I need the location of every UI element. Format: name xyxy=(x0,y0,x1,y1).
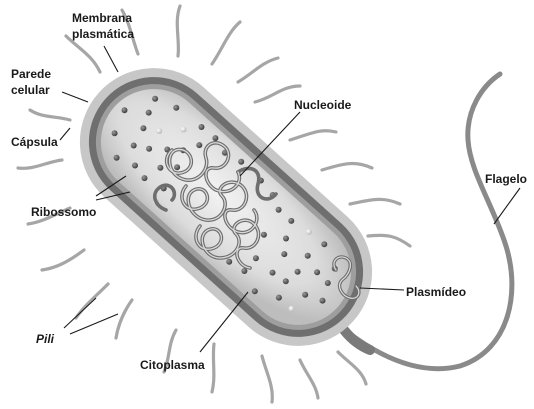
ribosome-dot xyxy=(146,146,152,152)
ribosome-dot xyxy=(199,124,205,130)
ribosome-dot xyxy=(146,110,152,116)
pilus xyxy=(177,6,180,56)
label-nucleoide: Nucleoide xyxy=(294,98,352,112)
ribosome-dot xyxy=(174,164,180,170)
ribosome-dot xyxy=(226,259,232,265)
label-parede-line1: Parede xyxy=(11,67,51,81)
label-citoplasma: Citoplasma xyxy=(140,358,205,372)
pilus xyxy=(322,164,372,170)
ribosome-dot xyxy=(314,269,320,275)
flagellum-hook xyxy=(344,330,370,350)
ribosome-dot xyxy=(157,165,163,171)
ribosome-dot xyxy=(321,241,327,247)
pilus xyxy=(30,110,70,120)
leader-membrana xyxy=(104,46,118,72)
ribosome-dot xyxy=(132,163,138,169)
ribosome-dot xyxy=(122,107,128,113)
label-ribossomo: Ribossomo xyxy=(31,205,96,219)
ribosome-dot xyxy=(306,229,312,235)
ribosome-dot xyxy=(295,269,301,275)
flagellum xyxy=(350,74,512,369)
ribosome-dot xyxy=(325,280,331,286)
pilus xyxy=(66,36,100,72)
label-parede-line2: celular xyxy=(11,83,50,97)
ribosome-dot xyxy=(152,96,158,102)
ribosome-dot xyxy=(283,278,289,284)
pilus xyxy=(300,360,318,398)
ribosome-dot xyxy=(238,159,244,165)
ribosome-dot xyxy=(270,270,276,276)
label-membrana-line1: Membrana xyxy=(72,11,132,25)
leader-flagelo xyxy=(494,188,520,224)
pilus xyxy=(18,160,62,168)
label-capsula: Cápsula xyxy=(11,135,58,149)
ribosome-dot xyxy=(140,125,146,131)
pilus xyxy=(262,356,272,402)
pilus xyxy=(238,58,278,82)
pilus xyxy=(338,352,366,384)
ribosome-dot xyxy=(131,143,137,149)
ribosome-dot xyxy=(156,128,162,134)
pilus xyxy=(212,22,240,64)
ribosome-dot xyxy=(142,175,148,181)
ribosome-dot xyxy=(253,255,259,261)
pilus xyxy=(290,131,336,140)
ribosome-dot xyxy=(212,135,218,141)
ribosome-dot xyxy=(276,295,282,301)
pilus xyxy=(350,199,400,204)
ribosome-dot xyxy=(288,218,294,224)
pilus xyxy=(116,300,132,338)
ribosome-dot xyxy=(261,232,267,238)
pilus xyxy=(42,250,84,270)
ribosome-dot xyxy=(114,155,120,161)
leader-pili-1 xyxy=(64,298,96,328)
ribosome-dot xyxy=(302,292,308,298)
ribosome-dot xyxy=(196,142,202,148)
ribosome-dot xyxy=(112,130,118,136)
label-membrana-line2: plasmática xyxy=(72,27,134,41)
ribosome-dot xyxy=(305,253,311,259)
ribosome-dot xyxy=(289,306,295,312)
label-plasmideo: Plasmídeo xyxy=(406,285,466,299)
ribosome-dot xyxy=(252,288,258,294)
ribosome-dot xyxy=(320,298,326,304)
leader-capsula xyxy=(60,128,70,140)
label-flagelo: Flagelo xyxy=(485,172,527,186)
label-pili: Pili xyxy=(36,332,55,346)
ribosome-dot xyxy=(276,207,282,213)
ribosome-dot xyxy=(181,127,187,133)
ribosome-dot xyxy=(173,105,179,111)
leader-parede xyxy=(62,92,88,102)
ribosome-dot xyxy=(283,236,289,242)
ribosome-dot xyxy=(281,251,287,257)
pilus xyxy=(368,235,410,246)
pilus xyxy=(212,344,214,392)
